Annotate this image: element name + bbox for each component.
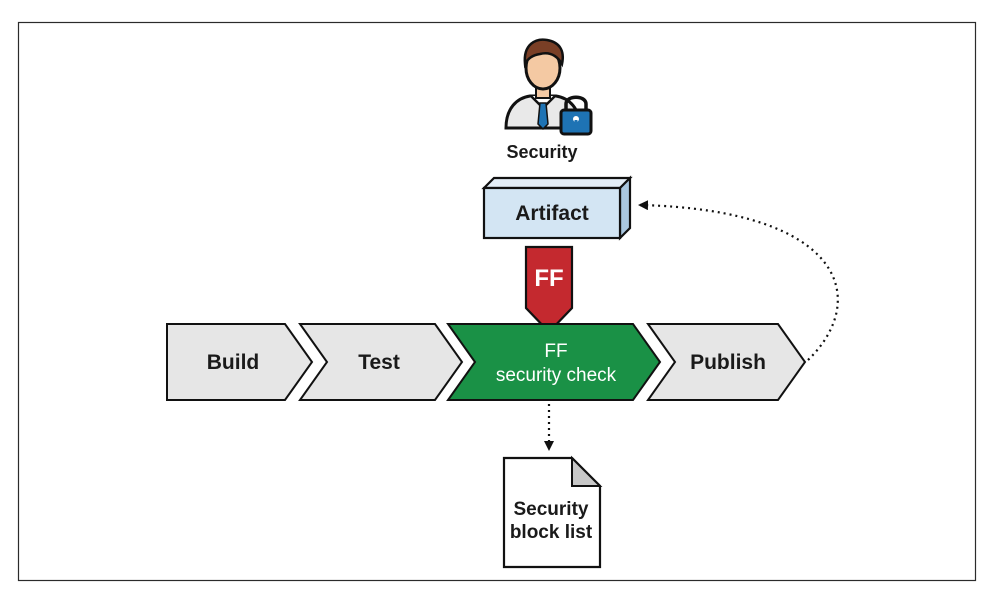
stage-test-label: Test (358, 351, 400, 374)
security-person-icon (504, 38, 582, 131)
blocklist-line2: block list (510, 522, 593, 543)
lock-icon (559, 95, 593, 136)
stage-build-label: Build (207, 351, 260, 374)
stage-ff-line1: FF (544, 341, 567, 362)
document-icon (502, 455, 603, 569)
artifact-box (481, 175, 633, 241)
security-label: Security (506, 142, 577, 162)
publish-to-artifact-arrow (638, 200, 839, 361)
ff-marker (524, 245, 574, 334)
stage-ff-security-check (446, 323, 662, 401)
stage-ff-line2: security check (496, 365, 617, 386)
diagram-frame (17, 21, 977, 582)
ff-marker-label: FF (534, 265, 563, 292)
stage-build (166, 323, 314, 401)
stage-publish-label: Publish (690, 351, 766, 374)
stage-test (298, 323, 464, 401)
artifact-label: Artifact (515, 202, 589, 225)
blocklist-line1: Security (514, 499, 589, 520)
stage-publish (646, 323, 807, 401)
